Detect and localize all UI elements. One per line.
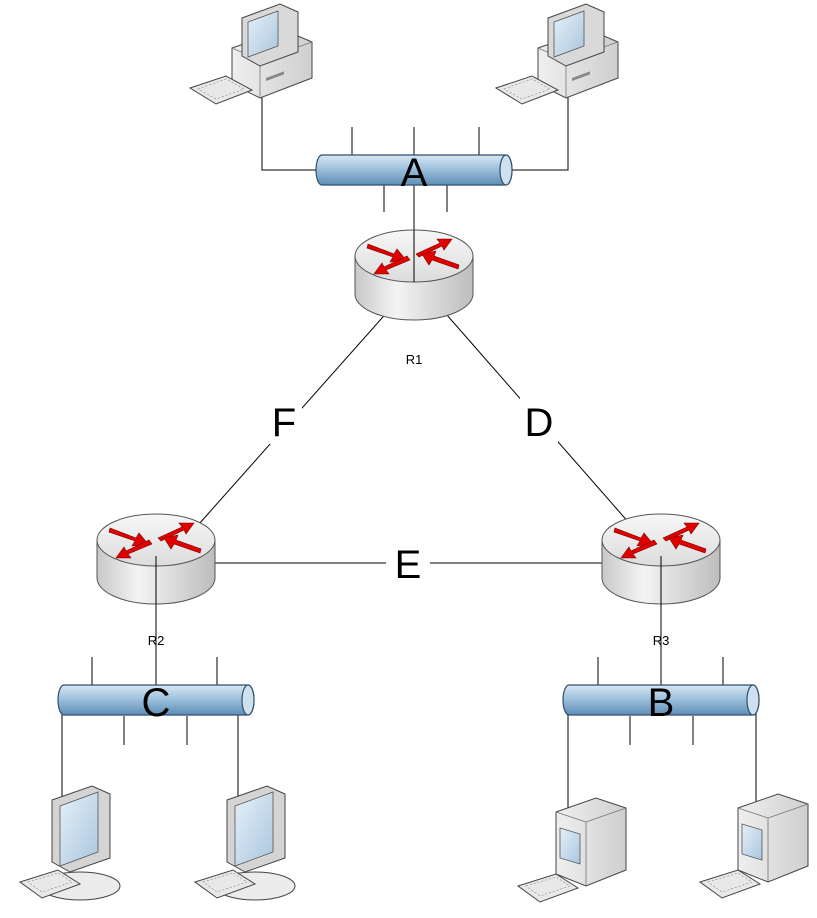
link-top-left-pc [261, 90, 320, 171]
desktop-computer-icon [699, 793, 809, 899]
label-d-background [520, 398, 558, 444]
desktop-computer-icon [517, 797, 627, 903]
link-top-right-pc [508, 90, 569, 171]
link-label-c: C [142, 681, 171, 725]
desktop-computer-icon [189, 3, 313, 105]
workstation-icon [19, 785, 121, 901]
link-label-e: E [395, 543, 422, 587]
workstation-icon [194, 785, 296, 901]
link-f [198, 281, 415, 525]
label-e-background [386, 542, 430, 586]
label-f-background [266, 398, 302, 444]
link-lines [61, 90, 757, 850]
link-label-d: D [525, 401, 554, 445]
link-label-a: A [401, 151, 428, 195]
desktop-computer-icon [495, 3, 619, 105]
router-label-r2: R2 [148, 633, 165, 648]
link-label-f: F [272, 401, 296, 445]
link-label-b: B [648, 681, 675, 725]
router-label-r1: R1 [406, 352, 423, 367]
router-label-r3: R3 [653, 633, 670, 648]
